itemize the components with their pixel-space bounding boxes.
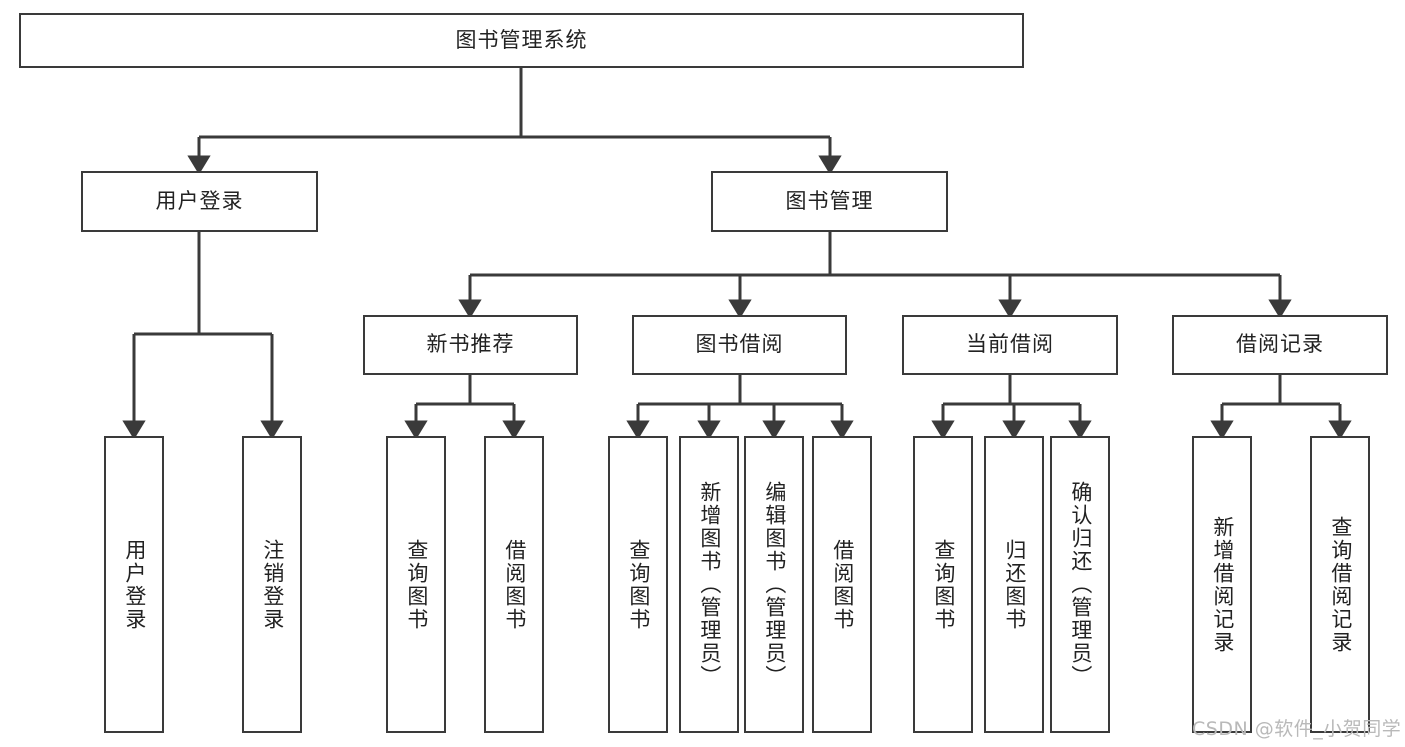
node-borrow-record[interactable]: 借阅记录: [1172, 315, 1388, 375]
leaf-query-book-current-label: 查询图书: [931, 538, 956, 631]
node-current-borrow-label: 当前借阅: [966, 332, 1054, 357]
leaf-logout[interactable]: 注销登录: [242, 436, 302, 733]
leaf-logout-label: 注销登录: [260, 538, 285, 631]
leaf-edit-book-admin[interactable]: 编辑图书（管理员）: [744, 436, 804, 733]
node-book-borrow-label: 图书借阅: [695, 332, 784, 357]
node-user-login[interactable]: 用户登录: [81, 171, 318, 232]
leaf-query-book-new-label: 查询图书: [404, 538, 429, 631]
node-root[interactable]: 图书管理系统: [19, 13, 1024, 68]
node-book-borrow[interactable]: 图书借阅: [632, 315, 847, 375]
leaf-add-book-admin-label: 新增图书（管理员）: [697, 481, 722, 688]
node-book-management-label: 图书管理: [785, 188, 874, 213]
leaf-borrow-book-new[interactable]: 借阅图书: [484, 436, 544, 733]
leaf-query-book-current[interactable]: 查询图书: [913, 436, 973, 733]
leaf-query-book-new[interactable]: 查询图书: [386, 436, 446, 733]
node-current-borrow[interactable]: 当前借阅: [902, 315, 1118, 375]
node-book-management[interactable]: 图书管理: [711, 171, 948, 232]
leaf-confirm-return-admin-label: 确认归还（管理员）: [1068, 481, 1093, 688]
leaf-query-book-borrow-label: 查询图书: [626, 538, 651, 631]
leaf-query-borrow-record-label: 查询借阅记录: [1328, 515, 1353, 654]
leaf-user-login[interactable]: 用户登录: [104, 436, 164, 733]
leaf-edit-book-admin-label: 编辑图书（管理员）: [762, 481, 787, 688]
leaf-return-book[interactable]: 归还图书: [984, 436, 1044, 733]
leaf-add-borrow-record-label: 新增借阅记录: [1210, 515, 1235, 654]
leaf-borrow-book-label: 借阅图书: [830, 538, 855, 631]
leaf-query-borrow-record[interactable]: 查询借阅记录: [1310, 436, 1370, 733]
leaf-user-login-label: 用户登录: [122, 538, 147, 631]
leaf-query-book-borrow[interactable]: 查询图书: [608, 436, 668, 733]
node-new-book-recommend[interactable]: 新书推荐: [363, 315, 578, 375]
node-new-book-recommend-label: 新书推荐: [426, 332, 515, 357]
watermark-text: CSDN @软件_小贺同学: [1192, 718, 1402, 740]
node-root-label: 图书管理系统: [455, 27, 588, 52]
node-borrow-record-label: 借阅记录: [1236, 332, 1324, 357]
leaf-add-book-admin[interactable]: 新增图书（管理员）: [679, 436, 739, 733]
watermark: CSDN @软件_小贺同学: [1192, 714, 1401, 741]
leaf-return-book-label: 归还图书: [1002, 538, 1027, 631]
leaf-add-borrow-record[interactable]: 新增借阅记录: [1192, 436, 1252, 733]
leaf-borrow-book-new-label: 借阅图书: [502, 538, 527, 631]
node-user-login-label: 用户登录: [155, 188, 244, 213]
leaf-borrow-book[interactable]: 借阅图书: [812, 436, 872, 733]
leaf-confirm-return-admin[interactable]: 确认归还（管理员）: [1050, 436, 1110, 733]
